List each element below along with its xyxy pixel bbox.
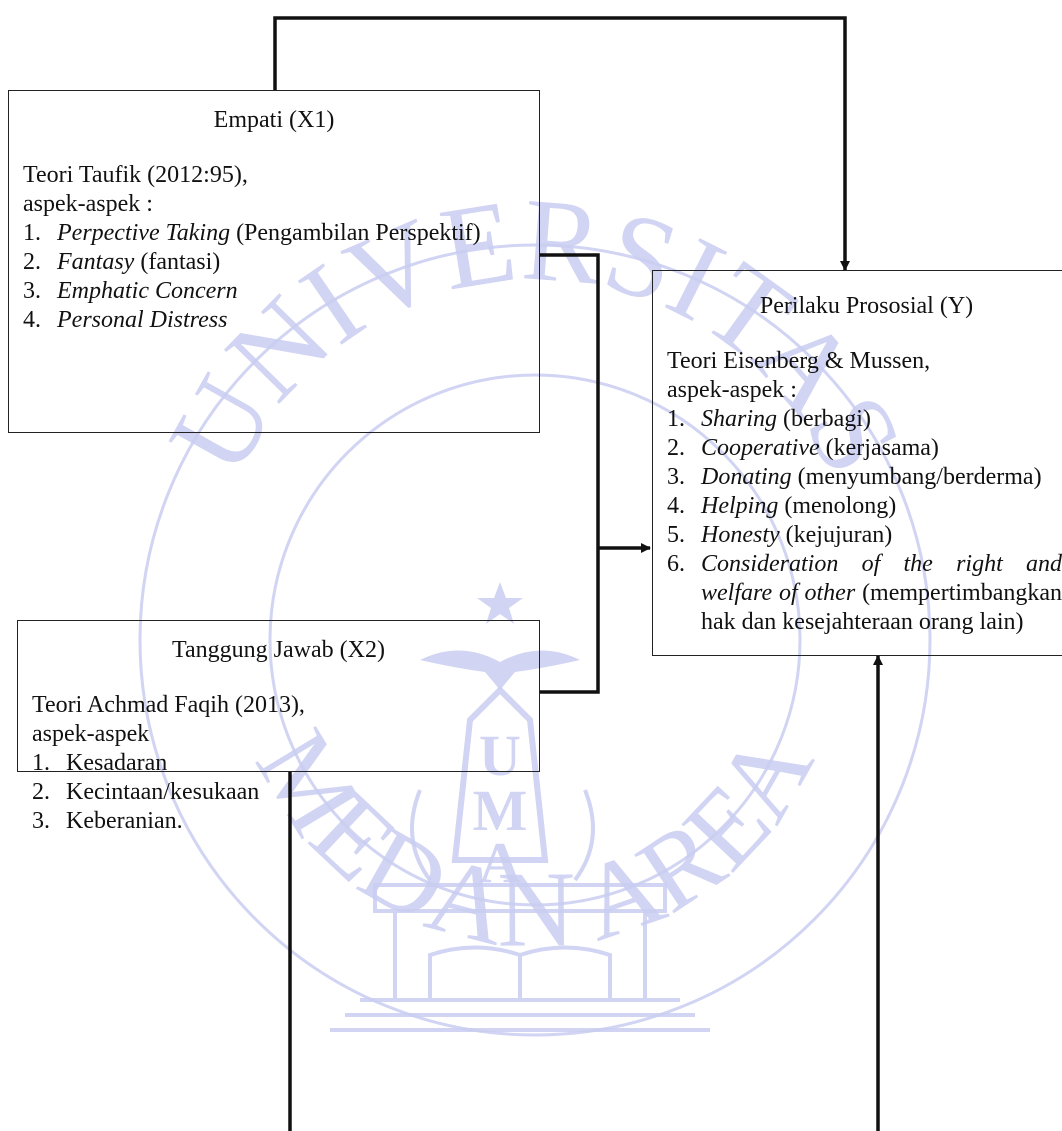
line-x2-right [540,548,600,694]
aspect-list: 1.Sharing (berbagi) 2.Cooperative (kerja… [667,405,1062,637]
box-title: Tanggung Jawab (X2) [172,637,385,663]
list-item: 2.Cooperative (kerjasama) [667,435,939,461]
list-item: 3.Emphatic Concern [23,278,238,304]
list-item: 2.Fantasy (fantasi) [23,249,221,275]
box-perilaku-prososial-y: Perilaku Prososial (Y) Teori Eisenberg &… [652,270,1062,656]
aspect-list: 1.Perpective Taking (Pengambilan Perspek… [23,219,525,335]
list-item: 3.Donating (menyumbang/berderma) [667,464,1042,490]
box-title: Empati (X1) [213,107,335,133]
box-title: Perilaku Prososial (Y) [759,293,974,319]
list-item: 4.Helping (menolong) [667,493,897,519]
box-lead-line: Teori Achmad Faqih (2013), [32,692,305,718]
box-lead-line: aspek-aspek : [23,191,153,217]
list-item: 6.Consideration of the right and welfare… [667,551,1062,635]
list-item: 2.Kecintaan/kesukaan [32,779,260,805]
box-lead-line: Teori Taufik (2012:95), [23,162,248,188]
box-empati-x1: Empati (X1) Teori Taufik (2012:95), aspe… [8,90,540,433]
list-item: 4.Personal Distress [23,307,228,333]
list-item: 3.Keberanian. [32,808,183,834]
box-tanggung-jawab-x2: Tanggung Jawab (X2) Teori Achmad Faqih (… [17,620,540,834]
list-item: 1.Sharing (berbagi) [667,406,871,432]
arrow-x1-to-y-top [273,16,850,271]
svg-text:U: U [479,723,521,788]
list-item: 1.Perpective Taking (Pengambilan Perspek… [23,220,481,246]
list-item: 5.Honesty (kejujuran) [667,522,893,548]
line-x1-right [540,253,600,548]
box-lead-line: aspek-aspek [32,721,150,747]
svg-text:M: M [473,778,528,843]
box-lead-line: aspek-aspek : [667,377,797,403]
list-item: 1.Kesadaran [32,750,168,776]
box-lead-line: Teori Eisenberg & Mussen, [667,348,931,374]
aspect-list: 1.Kesadaran 2.Kecintaan/kesukaan 3.Keber… [32,749,525,836]
